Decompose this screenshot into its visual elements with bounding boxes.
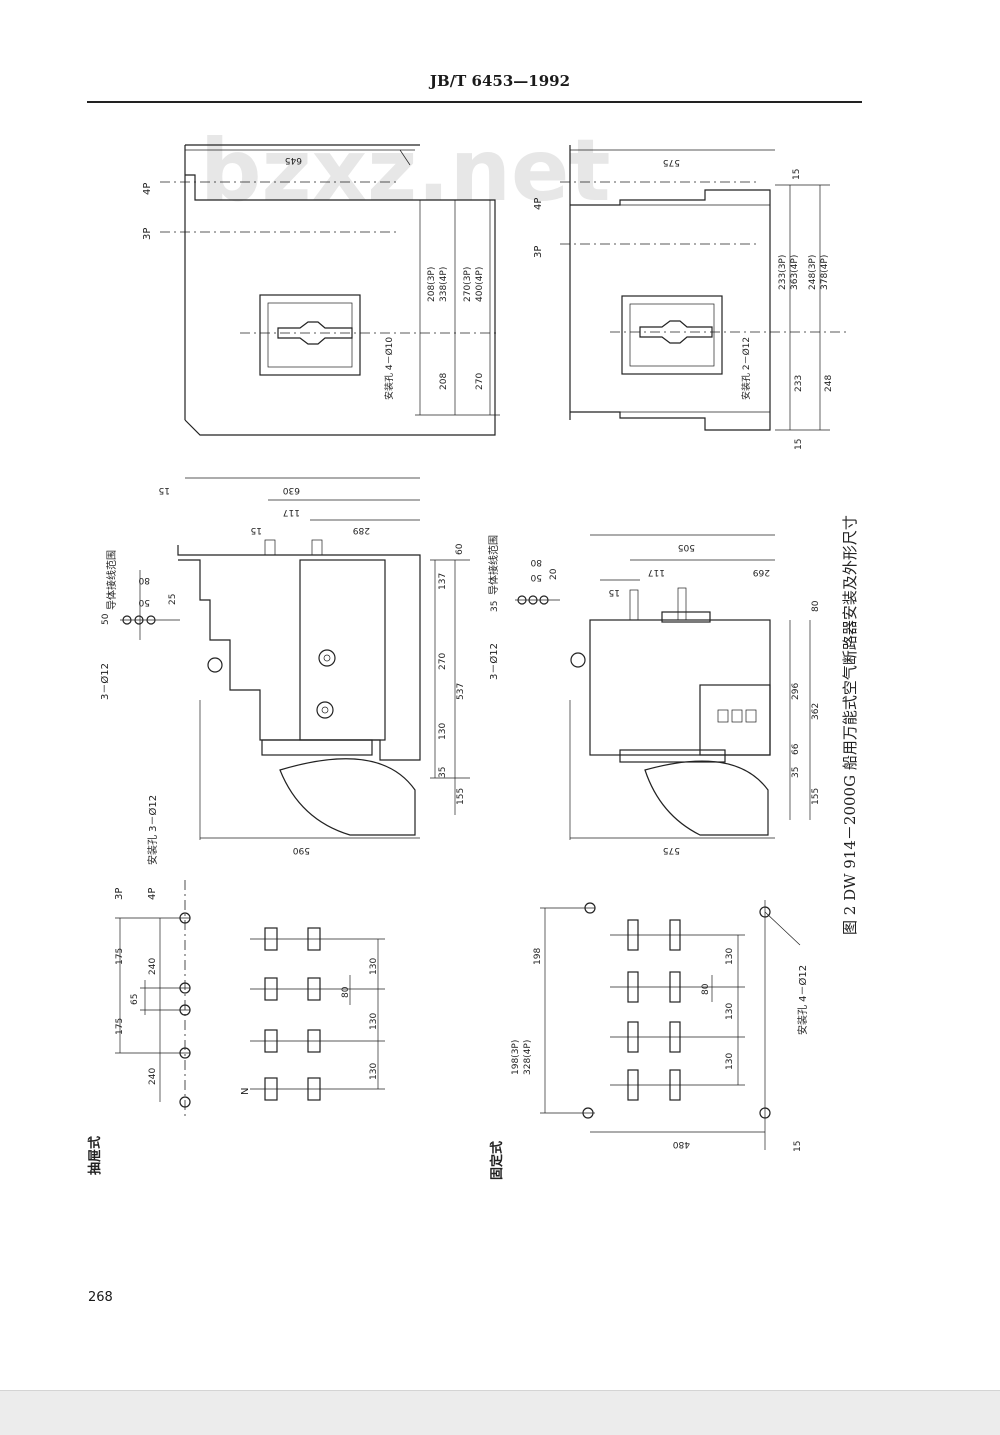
viewer-bottom-bar: [0, 1390, 1000, 1435]
dim-130-f: 130: [725, 1053, 735, 1070]
dim-575-top: 575: [663, 157, 680, 167]
drawer-terminal-array: [250, 927, 385, 1101]
dim-198: 198: [533, 948, 543, 965]
label-hole-3-12-b: 3－Ø12: [488, 643, 500, 680]
dim-175-b: 175: [115, 1018, 125, 1035]
dim-130-c: 130: [369, 1063, 379, 1080]
dim-35-c: 35: [791, 767, 801, 778]
dim-248-3p: 248(3P): [808, 255, 818, 290]
dim-645: 645: [285, 155, 302, 165]
label-3p-c: 3P: [114, 888, 125, 900]
section-label-drawer: 抽屉式: [87, 1136, 103, 1175]
dim-15-side-c: 15: [609, 587, 620, 597]
dim-66: 66: [791, 743, 801, 755]
dim-480: 480: [673, 1139, 690, 1149]
drawer-front-view: [160, 144, 500, 436]
dim-35-a: 35: [438, 767, 448, 778]
drawer-side-view: [120, 477, 470, 840]
dim-25: 25: [168, 594, 178, 605]
dim-130-b: 130: [369, 1013, 379, 1030]
dim-269: 269: [753, 567, 770, 577]
drawer-bottom-view: [115, 880, 191, 1120]
dim-240-a: 240: [148, 958, 158, 975]
dim-208-3p: 208(3P): [427, 267, 437, 302]
dim-80-c: 80: [811, 600, 821, 612]
label-conductor-range-a: 导体接线范围: [105, 550, 118, 610]
dim-208: 208: [439, 373, 449, 390]
dim-15-side-a: 15: [159, 485, 170, 495]
dim-289: 289: [353, 525, 370, 535]
dim-575-side: 575: [663, 845, 680, 855]
dim-117-b: 117: [648, 567, 665, 577]
dim-80-d: 80: [341, 986, 351, 998]
dim-537: 537: [456, 683, 466, 700]
label-hole-3-12-a: 3－Ø12: [99, 663, 111, 700]
dim-362: 362: [811, 703, 821, 720]
dim-270-side: 270: [438, 653, 448, 670]
dim-233: 233: [794, 375, 804, 392]
fixed-terminal-array: [610, 919, 745, 1101]
dim-130-a: 130: [369, 958, 379, 975]
header-rule: [87, 101, 862, 103]
dim-505: 505: [678, 542, 695, 552]
dim-20: 20: [549, 568, 559, 580]
dim-50-b: 50: [138, 597, 150, 607]
label-hole-2-12: 安装孔 2－Ø12: [740, 337, 752, 400]
label-4p-c: 4P: [147, 888, 158, 900]
dim-363-4p: 363(4P): [790, 255, 800, 290]
dim-198-3p: 198(3P): [511, 1040, 521, 1075]
dim-248: 248: [824, 375, 834, 392]
dim-80-a: 80: [138, 575, 150, 585]
dim-270: 270: [475, 373, 485, 390]
dim-15-bottom-view: 15: [793, 1141, 803, 1152]
dim-155-a: 155: [456, 788, 466, 805]
dim-130-side: 130: [438, 723, 448, 740]
dim-15-bottom: 15: [794, 439, 804, 450]
dim-130-d: 130: [725, 948, 735, 965]
dim-117-a: 117: [283, 507, 300, 517]
dim-137: 137: [438, 573, 448, 590]
dim-233-3p: 233(3P): [778, 255, 788, 290]
dim-50-c: 50: [530, 572, 542, 582]
dim-50-a: 50: [101, 613, 111, 625]
label-conductor-range-b: 导体接线范围: [487, 535, 500, 595]
dim-155-b: 155: [811, 788, 821, 805]
dim-270-3p: 270(3P): [463, 267, 473, 302]
dim-338-4p: 338(4P): [439, 267, 449, 302]
dim-328-4p: 328(4P): [523, 1040, 533, 1075]
dim-15-side-b: 15: [251, 525, 262, 535]
dim-130-e: 130: [725, 1003, 735, 1020]
figure-caption: 图 2 DW 914－2000G 船用万能式空气断路器安装及外形尺寸: [841, 515, 859, 935]
dim-400-4p: 400(4P): [475, 267, 485, 302]
label-4p-a: 4P: [142, 183, 153, 195]
dim-296: 296: [791, 683, 801, 700]
fixed-front-view: [560, 145, 850, 431]
label-n: N: [240, 1088, 251, 1095]
dim-35-b: 35: [490, 601, 500, 612]
fixed-bottom-view: [540, 900, 801, 1150]
section-label-fixed: 固定式: [489, 1141, 505, 1180]
dim-630: 630: [283, 485, 300, 495]
label-hole-3-12-mount: 安装孔 3－Ø12: [146, 795, 159, 865]
label-4p-b: 4P: [533, 198, 544, 210]
standard-header: JB/T 6453—1992: [429, 72, 571, 90]
dim-175-a: 175: [115, 948, 125, 965]
watermark: bzxz.net: [200, 121, 610, 221]
dim-65: 65: [130, 994, 140, 1005]
dim-240-b: 240: [148, 1068, 158, 1085]
dim-60: 60: [455, 543, 465, 555]
dim-80-b: 80: [530, 557, 542, 567]
label-3p-b: 3P: [533, 246, 544, 258]
dim-15-top: 15: [792, 169, 802, 180]
label-3p-a: 3P: [142, 228, 153, 240]
dim-378-4p: 378(4P): [820, 255, 830, 290]
dim-80-e: 80: [701, 983, 711, 995]
page-number: 268: [88, 1290, 113, 1305]
label-hole-4-10: 安装孔 4－Ø10: [383, 337, 395, 400]
dim-590: 590: [293, 845, 310, 855]
label-hole-4-12: 安装孔 4－Ø12: [796, 965, 809, 1035]
fixed-side-view: [515, 534, 811, 840]
